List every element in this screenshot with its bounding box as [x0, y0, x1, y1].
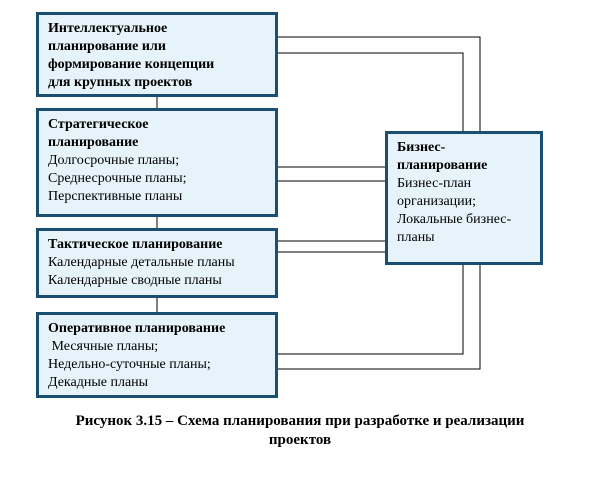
intellectual-planning-box: Интеллектуальное планирование или формир… [36, 12, 278, 97]
business-item: Локальные бизнес- [397, 212, 512, 227]
business-item: Бизнес-план [397, 176, 472, 191]
intellectual-title-line: Интеллектуальное [48, 21, 168, 36]
tactical-item: Календарные детальные планы [48, 255, 235, 270]
strategic-title-line: Стратегическое [48, 117, 149, 132]
tactical-title: Тактическое планирование [48, 237, 223, 252]
operational-item: Недельно-суточные планы; [48, 357, 211, 372]
intellectual-title-line: планирование или [48, 39, 166, 54]
business-item: планы [397, 230, 435, 245]
business-title-line: Бизнес- [397, 140, 446, 155]
strategic-item: Долгосрочные планы; [48, 153, 180, 168]
figure-caption: Рисунок 3.15 – Схема планирования при ра… [0, 412, 600, 450]
operational-item: Месячные планы; [48, 339, 159, 354]
strategic-item: Перспективные планы [48, 189, 183, 204]
operational-title: Оперативное планирование [48, 321, 226, 336]
intellectual-title-line: для крупных проектов [48, 75, 193, 90]
operational-planning-box: Оперативное планирование Месячные планы;… [36, 312, 278, 398]
intellectual-title-line: формирование концепции [48, 57, 215, 72]
operational-item: Декадные планы [48, 375, 149, 390]
tactical-planning-box: Тактическое планирование Календарные дет… [36, 228, 278, 298]
business-planning-box: Бизнес- планирование Бизнес-план организ… [385, 131, 543, 265]
business-title-line: планирование [397, 158, 488, 173]
strategic-item: Среднесрочные планы; [48, 171, 187, 186]
strategic-title-line: планирование [48, 135, 139, 150]
tactical-item: Календарные сводные планы [48, 273, 222, 288]
business-item: организации; [397, 194, 477, 209]
caption-line-1: Рисунок 3.15 – Схема планирования при ра… [75, 413, 525, 429]
caption-line-2: проектов [268, 432, 332, 448]
strategic-planning-box: Стратегическое планирование Долгосрочные… [36, 108, 278, 217]
